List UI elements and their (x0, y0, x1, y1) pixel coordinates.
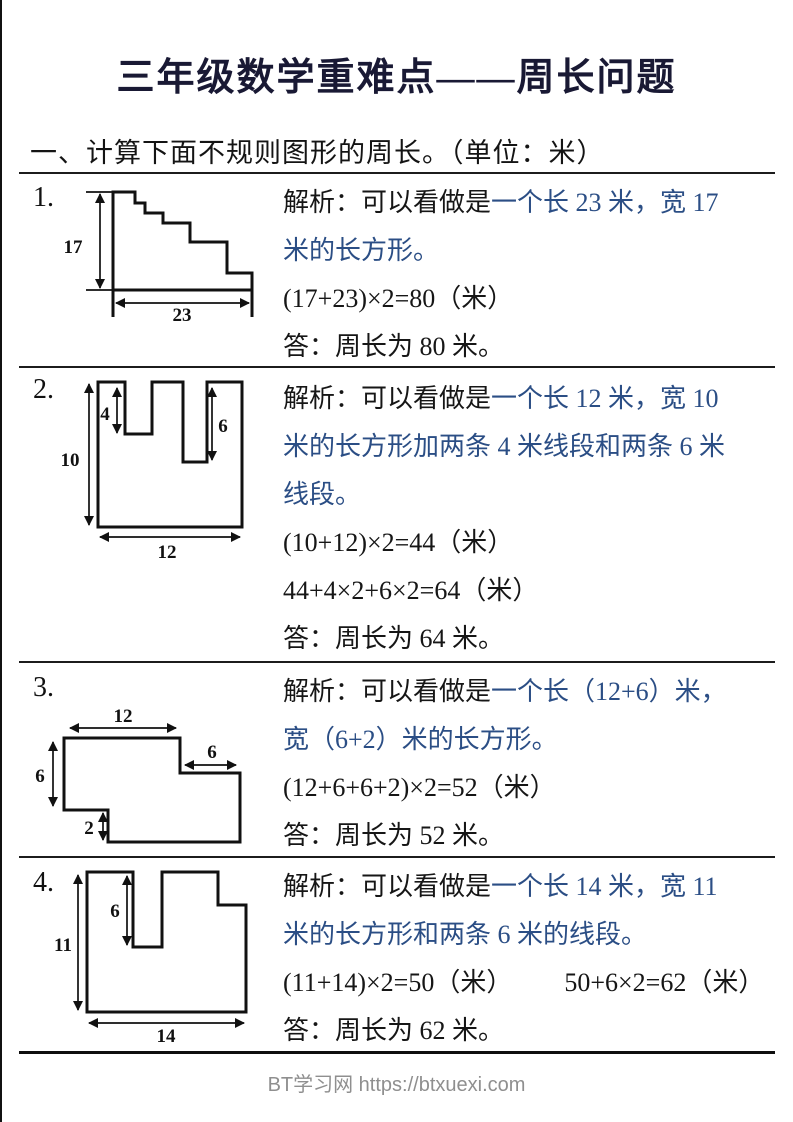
analysis-prefix: 解析：可以看做是 (283, 677, 492, 706)
solution-text: 解析：可以看做是一个长 23 米，宽 17 米的长方形。 (17+23)×2=8… (283, 172, 777, 371)
analysis-prefix: 解析：可以看做是 (283, 188, 492, 217)
problem-number: 2. (33, 374, 54, 405)
separator (19, 661, 775, 663)
figure-step-shape: 12 6 6 2 (35, 706, 242, 844)
separator (19, 172, 775, 174)
analysis-line: 线段。 (283, 480, 362, 509)
analysis-prefix: 解析：可以看做是 (283, 872, 492, 901)
answer-line: 答：周长为 52 米。 (283, 821, 505, 850)
formula-line: (17+23)×2=80（米） (283, 284, 514, 313)
analysis-highlight: 一个长（12+6）米， (491, 677, 727, 706)
analysis-line: 解析：可以看做是一个长（12+6）米， (283, 668, 777, 716)
notch-left-label: 4 (100, 404, 110, 425)
shape-outline (111, 190, 254, 292)
analysis-line: 米的长方形。 (283, 236, 440, 265)
problem-number: 4. (33, 867, 54, 898)
formula-line: (11+14)×2=50（米） 50+6×2=62（米） (283, 959, 777, 1007)
analysis-line: 米的长方形和两条 6 米的线段。 (283, 920, 648, 949)
separator (19, 856, 775, 858)
figure-notched-rectangle: 10 4 6 12 (61, 380, 244, 563)
analysis-highlight: 一个长 23 米，宽 17 (491, 188, 719, 217)
problem-row-1: 1. 17 23 解析：可以看做是一个长 23 米，宽 17 米的长方形。 (1… (0, 172, 793, 366)
answer-line: 答：周长为 64 米。 (283, 624, 505, 653)
shape-outline (85, 870, 248, 1014)
analysis-prefix: 解析：可以看做是 (283, 384, 492, 413)
step-height-label: 2 (84, 818, 94, 839)
height-label: 10 (61, 450, 80, 471)
notch-label: 6 (110, 901, 120, 922)
problem-number: 3. (33, 672, 54, 703)
right-width-label: 6 (207, 742, 217, 763)
solution-text: 解析：可以看做是一个长（12+6）米， 宽（6+2）米的长方形。 (12+6+6… (283, 661, 777, 860)
figure-staircase: 17 23 (64, 190, 254, 326)
page-title: 三年级数学重难点——周长问题 (116, 57, 677, 99)
footer-site-link: BT学习网 https://btxuexi.com (267, 1074, 526, 1096)
formula-line: (10+12)×2=44（米） (283, 528, 514, 557)
answer-line: 答：周长为 62 米。 (283, 1016, 505, 1045)
section-heading: 一、计算下面不规则图形的周长。（单位：米） (30, 138, 605, 168)
problem-row-2: 2. 10 4 6 12 解析：可以看做是一个长 12 米，宽 10 米的长方形… (0, 366, 793, 661)
scan-edge-line (0, 0, 2, 1122)
problem-row-4: 4. 11 6 14 解析：可以看做是一个长 14 米，宽 11 米的长方形和两… (0, 856, 793, 1051)
formula-line: (12+6+6+2)×2=52（米） (283, 773, 556, 802)
shape-outline (96, 380, 244, 529)
separator-bottom (19, 1051, 775, 1054)
height-label: 11 (54, 935, 72, 956)
top-width-label: 12 (114, 706, 133, 727)
problem-row-3: 3. 12 6 6 2 解析：可以看做是一个长（12+6）米， 宽（6+2）米的… (0, 661, 793, 856)
left-height-label: 6 (35, 766, 45, 787)
figure-notched-step-shape: 11 6 14 (54, 870, 248, 1045)
analysis-line: 宽（6+2）米的长方形。 (283, 725, 558, 754)
solution-text: 解析：可以看做是一个长 14 米，宽 11 米的长方形和两条 6 米的线段。 (… (283, 856, 777, 1055)
analysis-line: 米的长方形加两条 4 米线段和两条 6 米 (283, 432, 726, 461)
height-label: 17 (64, 237, 84, 258)
notch-right-label: 6 (218, 416, 228, 437)
width-label: 14 (157, 1026, 177, 1045)
formula-line: 44+4×2+6×2=64（米） (283, 576, 539, 605)
analysis-line: 解析：可以看做是一个长 23 米，宽 17 (283, 179, 777, 227)
formula-1: (11+14)×2=50（米） (283, 968, 513, 997)
answer-line: 答：周长为 80 米。 (283, 332, 505, 361)
separator (19, 366, 775, 368)
formula-2: 50+6×2=62（米） (564, 968, 765, 997)
analysis-highlight: 一个长 12 米，宽 10 (491, 384, 719, 413)
problem-number: 1. (33, 182, 54, 213)
shape-outline (62, 736, 242, 844)
analysis-line: 解析：可以看做是一个长 12 米，宽 10 (283, 375, 777, 423)
width-label: 23 (173, 305, 192, 326)
solution-text: 解析：可以看做是一个长 12 米，宽 10 米的长方形加两条 4 米线段和两条 … (283, 366, 777, 663)
analysis-highlight: 一个长 14 米，宽 11 (491, 872, 718, 901)
width-label: 12 (158, 542, 177, 563)
analysis-line: 解析：可以看做是一个长 14 米，宽 11 (283, 863, 777, 911)
